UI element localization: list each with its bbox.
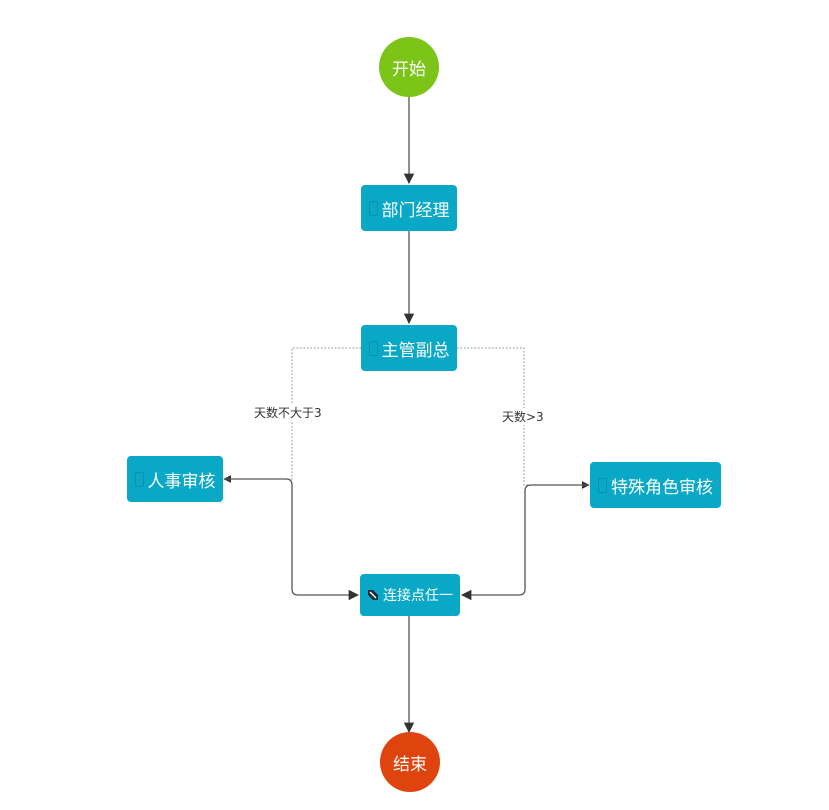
vp-task[interactable]: 主管副总 (361, 325, 457, 371)
join-any-node[interactable]: 连接点任一 (360, 574, 460, 616)
user-task-icon (368, 340, 378, 356)
start-node[interactable]: 开始 (379, 37, 439, 97)
dept-manager-task[interactable]: 部门经理 (361, 185, 457, 231)
user-task-icon (368, 200, 378, 216)
edge-hr-review-to-join[interactable] (224, 478, 360, 601)
edge-label-days-le-3: 天数不大于3 (254, 404, 322, 421)
dept-manager-label: 部门经理 (381, 200, 450, 221)
vp-label: 主管副总 (381, 340, 450, 361)
special-role-review-label: 特殊角色审核 (611, 477, 713, 498)
hr-review-task[interactable]: 人事审核 (127, 456, 223, 502)
edge-special-role-review-to-join[interactable] (460, 484, 589, 601)
special-role-review-task[interactable]: 特殊角色审核 (590, 462, 721, 508)
hr-review-label: 人事审核 (147, 471, 216, 492)
user-task-icon (134, 471, 144, 487)
end-node[interactable]: 结束 (380, 732, 440, 792)
join-any-label: 连接点任一 (383, 588, 453, 604)
edge-label-days-gt-3: 天数>3 (502, 408, 544, 425)
start-node-label: 开始 (392, 59, 426, 80)
end-node-label: 结束 (393, 754, 427, 775)
user-task-icon (598, 477, 607, 493)
gateway-icon (368, 590, 378, 600)
